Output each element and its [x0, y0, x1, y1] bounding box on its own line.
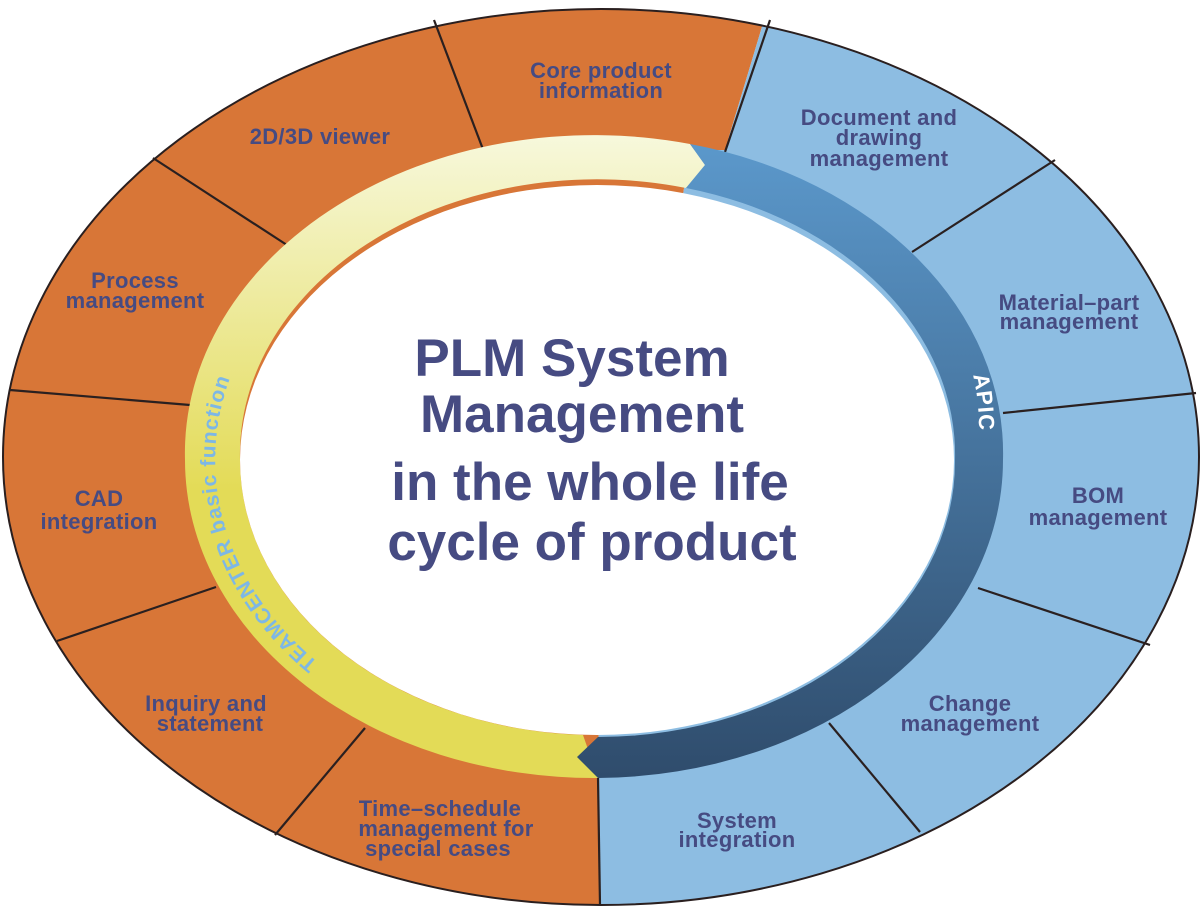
- center-title-line-3: in the whole life: [391, 453, 789, 512]
- segment-label-line: Time–schedule: [359, 796, 521, 821]
- segment-inquiry-and-statement: Inquiry and statement: [145, 691, 267, 736]
- segment-time-schedule-management: Time–schedule management for special cas…: [358, 796, 533, 861]
- segment-label-line: Process: [91, 268, 179, 293]
- divider-line: [274, 727, 366, 836]
- segment-process-management: Process management: [66, 268, 205, 313]
- segment-label-line: statement: [157, 711, 264, 736]
- segment-label-line: special cases: [365, 836, 511, 861]
- center-title: PLM System Management in the whole life …: [387, 329, 796, 572]
- segment-label-line: management: [901, 711, 1040, 736]
- center-title-line-1: PLM System: [414, 329, 729, 388]
- segment-label-line: management: [810, 146, 949, 171]
- divider-line: [9, 388, 191, 407]
- center-title-line-2: Management: [420, 385, 744, 444]
- segment-material-part-management: Material–part management: [999, 290, 1140, 334]
- inner-ring: [184, 135, 1004, 779]
- center-ellipse: [240, 185, 954, 735]
- segment-label-line: BOM: [1072, 483, 1124, 508]
- divider-line: [152, 157, 291, 248]
- segment-dividers: [9, 19, 1197, 906]
- center-title-line-4: cycle of product: [387, 513, 796, 572]
- segment-cad-integration: CAD integration: [41, 486, 158, 534]
- segment-label-line: integration: [41, 509, 158, 534]
- segment-label-line: information: [539, 78, 663, 103]
- outer-ellipse-outline: [2, 8, 1200, 906]
- segment-core-product-information: Core product information: [530, 58, 672, 103]
- segment-label-line: integration: [679, 827, 796, 852]
- segment-label-line: management: [1000, 309, 1139, 334]
- apic-arc: [577, 144, 1004, 778]
- divider-line: [56, 585, 217, 643]
- segment-2d-3d-viewer: 2D/3D viewer: [250, 124, 391, 149]
- divider-line: [596, 777, 602, 906]
- divider-line: [977, 586, 1151, 647]
- segment-label-line: Inquiry and: [145, 691, 267, 716]
- segment-document-drawing-management: Document and drawing management: [801, 105, 957, 171]
- segment-label-line: 2D/3D viewer: [250, 124, 391, 149]
- segment-label-line: drawing: [836, 125, 922, 150]
- segment-label-line: management for: [358, 816, 533, 841]
- segment-bom-management: BOM management: [1029, 483, 1168, 530]
- segment-labels: Core product information Document and dr…: [41, 58, 1168, 861]
- divider-line: [1002, 391, 1197, 415]
- segment-label-line: management: [1029, 505, 1168, 530]
- segment-change-management: Change management: [901, 691, 1040, 736]
- segment-system-integration: System integration: [679, 808, 796, 852]
- segment-label-line: Core product: [530, 58, 672, 83]
- divider-line: [723, 19, 772, 153]
- segment-label-line: CAD: [75, 486, 124, 511]
- segment-label-line: System: [697, 808, 777, 833]
- segment-label-line: management: [66, 288, 205, 313]
- segment-label-line: Material–part: [999, 290, 1140, 315]
- divider-line: [828, 722, 921, 833]
- divider-line: [911, 159, 1056, 253]
- segment-label-line: Change: [929, 691, 1011, 716]
- segment-label-line: Document and: [801, 105, 957, 130]
- divider-line: [432, 19, 486, 153]
